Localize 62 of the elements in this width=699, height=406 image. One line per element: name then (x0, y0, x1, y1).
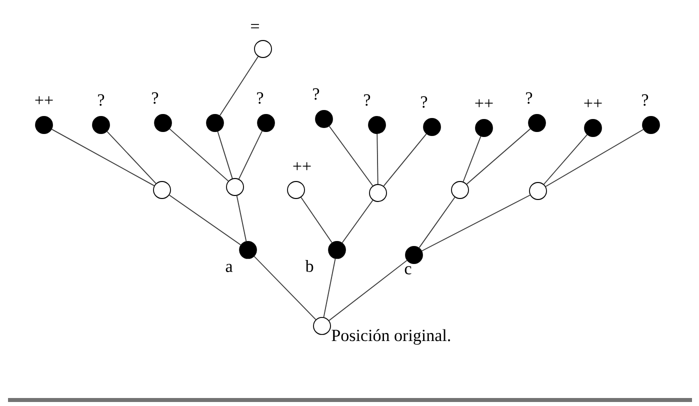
node-label: ++ (475, 99, 493, 108)
open-circle (369, 184, 387, 202)
node-label: ++ (293, 162, 311, 170)
tree-edge (300, 196, 332, 244)
filled-circle (257, 114, 275, 132)
filled-circle (239, 241, 257, 259)
node-label: ? (526, 92, 532, 104)
tree-edge (254, 256, 316, 320)
node-label: ? (421, 96, 428, 108)
filled-circle (206, 114, 224, 132)
filled-circle (92, 116, 110, 134)
filled-circle (154, 114, 172, 132)
open-circle (313, 317, 331, 335)
node-label: b (305, 260, 314, 272)
tree-edge (217, 131, 233, 179)
tree-edge (168, 194, 242, 246)
filled-circle (35, 116, 53, 134)
filled-circle (475, 119, 493, 137)
filled-circle (528, 114, 546, 132)
open-circle (153, 181, 171, 199)
tree-edge (342, 200, 374, 244)
filled-circle (584, 119, 602, 137)
tree-edge (323, 258, 336, 318)
node-label: c (404, 266, 412, 274)
tree-edge (328, 126, 374, 186)
tree-edge (383, 133, 427, 186)
tree-edge (543, 134, 588, 185)
tree-edge (466, 128, 531, 185)
node-label: ? (257, 92, 264, 104)
node-label: ? (313, 88, 320, 100)
tree-edge (51, 128, 155, 186)
tree-edge (422, 194, 530, 252)
tree-edge (106, 131, 156, 184)
open-circle (451, 181, 469, 199)
filled-circle (642, 116, 660, 134)
node-label: a (226, 264, 233, 272)
tree-edge (219, 56, 259, 116)
tree-edge (376, 134, 378, 184)
tree-edge (545, 129, 644, 187)
node-label: = (251, 24, 259, 28)
open-circle (529, 182, 547, 200)
tree-edge (236, 195, 247, 242)
open-circle (287, 181, 305, 199)
node-label: ? (642, 94, 648, 106)
node-label: ? (152, 92, 158, 104)
node-label: Posición original. (332, 329, 450, 345)
open-circle (254, 40, 272, 58)
tree-edge (462, 136, 482, 182)
node-label: ++ (35, 96, 53, 104)
tree-edge (328, 260, 408, 321)
filled-circle (423, 118, 441, 136)
node-label: ? (98, 94, 104, 106)
node-label: ++ (584, 99, 602, 108)
tree-edge (238, 130, 263, 180)
filled-circle (328, 241, 346, 259)
open-circle (226, 178, 244, 196)
tree-edge (418, 196, 456, 248)
filled-circle (368, 116, 386, 134)
node-label: ? (364, 94, 370, 106)
filled-circle (405, 246, 423, 264)
filled-circle (315, 110, 333, 128)
tree-edge (169, 128, 229, 182)
